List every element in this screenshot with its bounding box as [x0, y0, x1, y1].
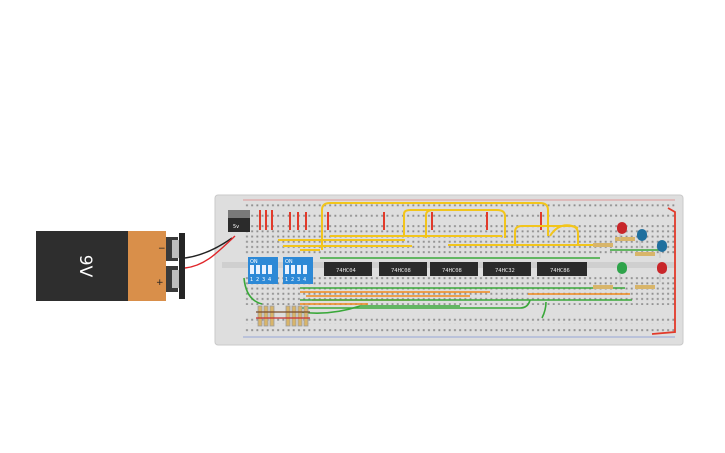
- led-red-1[interactable]: [617, 222, 627, 234]
- dip-switch-1-num-2: 2: [256, 277, 259, 283]
- dip-switch-1-num-1: 1: [250, 277, 253, 283]
- led-red-2[interactable]: [657, 262, 667, 274]
- dip-switch-1-num-4: 4: [268, 277, 271, 283]
- dip-switch-2-num-4: 4: [303, 277, 306, 283]
- battery-plus-label: +: [156, 278, 164, 288]
- yellow-wires[interactable]: [278, 202, 598, 251]
- chip-4-label: 74HC32: [495, 268, 515, 274]
- dip-switch-1-on-label: ON: [250, 259, 258, 265]
- chip-2-label: 74HC08: [391, 268, 411, 274]
- dip-switch-2-on-label: ON: [285, 259, 293, 265]
- led-resistors[interactable]: [593, 237, 655, 289]
- led-blue-2[interactable]: [657, 240, 667, 252]
- battery-minus-label: −: [158, 244, 166, 254]
- chip-3-label: 74HC08: [442, 268, 462, 274]
- chip-3[interactable]: 74HC08: [430, 262, 478, 276]
- dip-switch-1-num-3: 3: [262, 277, 265, 283]
- chip-5-label: 74HC86: [550, 268, 570, 274]
- battery-label: 9V: [75, 255, 95, 278]
- regulator-label: 5v: [233, 224, 239, 230]
- battery-9v[interactable]: 9V − +: [36, 231, 185, 301]
- chip-1-label: 74HC04: [336, 268, 357, 274]
- led-blue-1[interactable]: [637, 229, 647, 241]
- chip-5[interactable]: 74HC86: [537, 262, 587, 276]
- led-green-1[interactable]: [617, 262, 627, 274]
- voltage-regulator[interactable]: 5v: [228, 210, 250, 232]
- dip-switch-1[interactable]: ON 1 2 3 4: [248, 257, 278, 284]
- resistor-bank[interactable]: [256, 305, 310, 327]
- chip-1[interactable]: 74HC04: [324, 262, 372, 276]
- dip-switch-2-num-2: 2: [291, 277, 294, 283]
- chip-2[interactable]: 74HC08: [379, 262, 427, 276]
- dip-switch-2-num-3: 3: [297, 277, 300, 283]
- wire-battery-positive[interactable]: [184, 235, 236, 269]
- dip-switch-2-num-1: 1: [285, 277, 288, 283]
- dip-switch-2[interactable]: ON 1 2 3 4: [283, 257, 313, 284]
- chip-4[interactable]: 74HC32: [483, 262, 531, 276]
- led-legs: [619, 234, 661, 282]
- wire-battery-negative[interactable]: [184, 237, 233, 259]
